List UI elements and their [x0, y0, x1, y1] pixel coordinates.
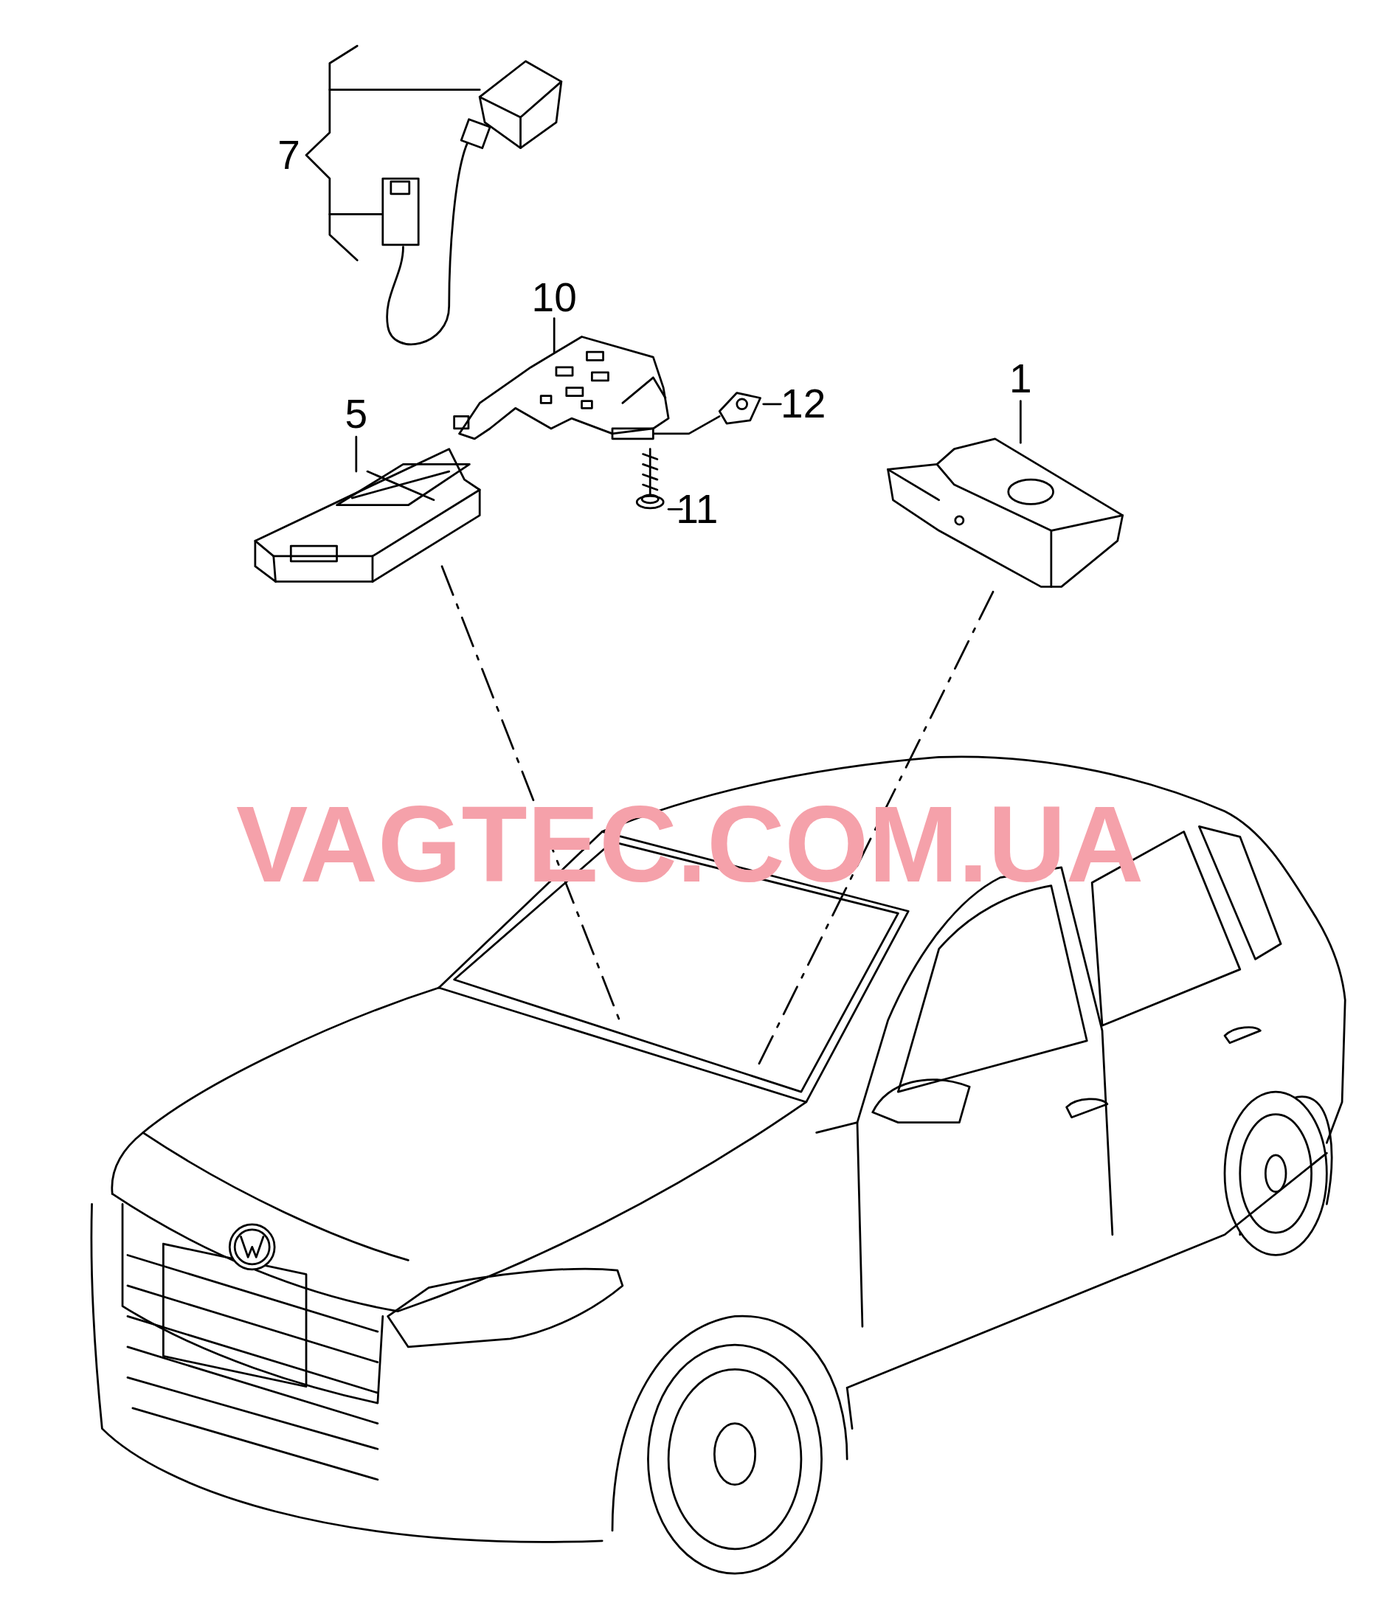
callout-number: 1: [1009, 358, 1033, 400]
callout-number: 12: [780, 383, 826, 425]
control-unit: [255, 436, 480, 582]
callout-number: 10: [531, 277, 577, 318]
part-bracket: [306, 45, 480, 260]
callout-number: 5: [344, 393, 368, 435]
callout-number: 7: [277, 135, 301, 176]
watermark: VAGTEC.COM.UA: [236, 790, 1144, 899]
callout-number: 11: [675, 489, 718, 530]
sensor-unit: [888, 401, 1123, 588]
mounting-bracket: [454, 318, 669, 439]
car-illustration: [91, 756, 1345, 1574]
